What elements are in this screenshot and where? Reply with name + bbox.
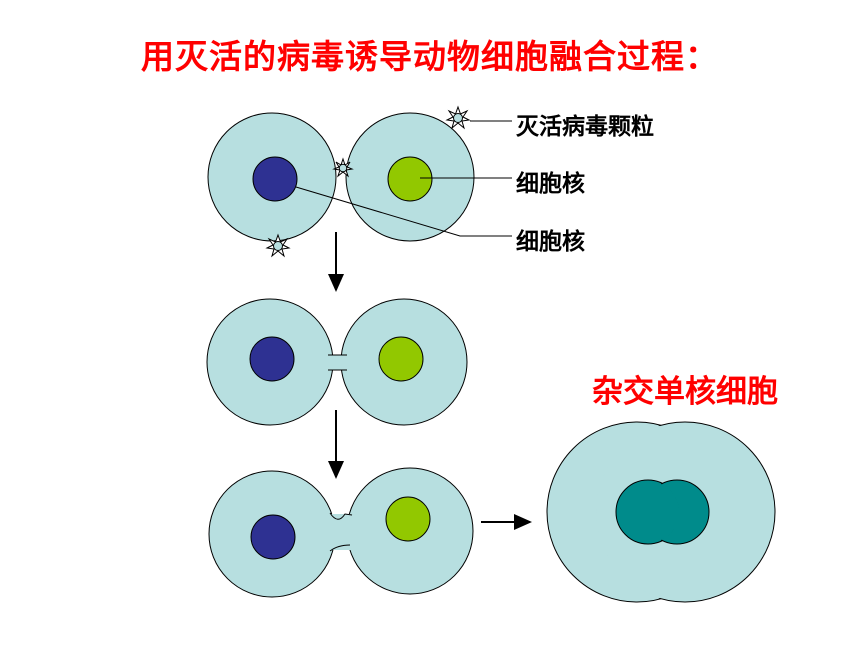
nucleus-green-stage1: [387, 156, 433, 202]
hybrid-cell: [546, 421, 776, 603]
cytoplasm-bridge-stage3: [328, 514, 354, 550]
nucleus-green-stage2: [378, 336, 424, 382]
label-hybrid-cell: 杂交单核细胞: [592, 374, 778, 410]
cytoplasm-bridge-stage2: [326, 355, 350, 370]
virus-particle-icon: [332, 157, 354, 178]
virus-particle-icon: [445, 105, 471, 130]
virus-particle-icon: [265, 233, 291, 258]
nucleus-blue-stage1: [252, 156, 298, 202]
slide-title: 用灭活的病毒诱导动物细胞融合过程：: [141, 37, 719, 76]
stage-3-fusing-cells: [208, 467, 474, 598]
nucleus-blue-stage3: [250, 514, 296, 560]
stage-1-separate-cells: [207, 105, 512, 258]
label-nucleus-blue: 细胞核: [516, 229, 585, 255]
stage-2-bridging-cells: [206, 298, 468, 426]
label-virus-particle: 灭活病毒颗粒: [516, 114, 654, 140]
nucleus-green-stage3: [385, 496, 431, 542]
label-nucleus-green: 细胞核: [516, 171, 585, 197]
nucleus-blue-stage2: [249, 336, 295, 382]
leader-line-nucleus-blue: [295, 186, 512, 237]
